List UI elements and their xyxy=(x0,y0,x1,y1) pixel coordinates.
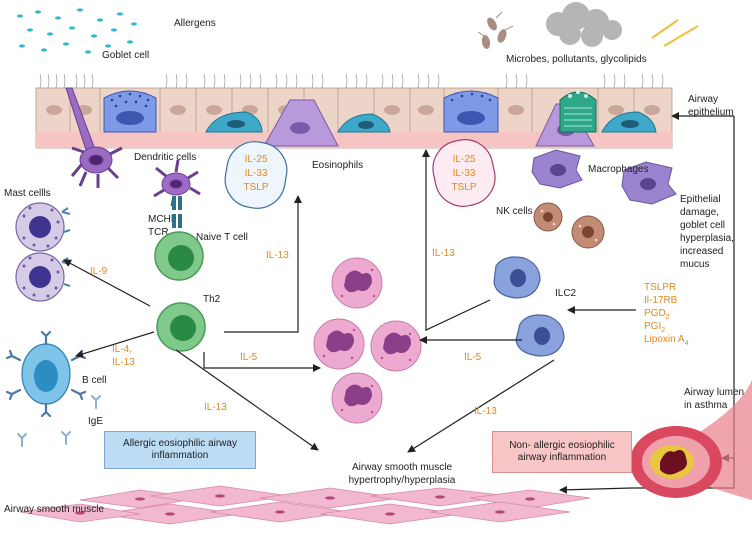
il13-bottom-left-label: IL-13 xyxy=(204,402,227,413)
ige-antibody-icon xyxy=(17,395,101,447)
allergic-inflammation-box: Allergic eosiophilic airway inflammation xyxy=(104,431,256,469)
allergens-label: Allergens xyxy=(174,18,216,29)
airway-epithelium-label-line2: epithelium xyxy=(688,107,734,118)
smooth-muscle-hypertrophy-line2: hypertrophy/hyperplasia xyxy=(349,475,456,486)
allergic-box-line1: Allergic eosiophilic airway xyxy=(123,438,237,449)
cytokine-tslp-left: TSLP xyxy=(243,182,268,193)
glycolipid-icon xyxy=(651,19,699,47)
microbes-label: Microbes, pollutants, glycolipids xyxy=(506,54,647,65)
mast-cells-label: Mast cellls xyxy=(4,188,51,199)
naive-t-cell-label: Naive T cell xyxy=(196,232,248,243)
damage-line-2: damage, xyxy=(680,207,719,218)
airway-lumen-label-line1: Airway lumen xyxy=(684,387,744,398)
ige-label: IgE xyxy=(88,416,103,427)
epithelial-damage-text: Epithelial damage, goblet cell hyperplas… xyxy=(680,194,734,270)
allergic-box-line2: inflammation xyxy=(151,450,209,461)
pollutant-cloud-icon xyxy=(546,2,622,47)
airway-lumen-label-line2: in asthma xyxy=(684,400,728,411)
tcr-label: TCR xyxy=(148,227,169,238)
non-allergic-box-line2: airway inflammation xyxy=(517,452,607,463)
il4-label-line2: IL-13 xyxy=(112,357,135,368)
naive-t-cell-icon xyxy=(154,214,204,281)
allergen-particles-icon xyxy=(17,8,137,54)
microbes-icon xyxy=(477,11,514,49)
il13-bottom-right-label: IL-13 xyxy=(474,406,497,417)
airway-epithelium xyxy=(35,73,673,149)
ilc2-cell-icon xyxy=(493,256,565,357)
goblet-cell-icon-2 xyxy=(443,90,499,133)
damage-line-1: Epithelial xyxy=(680,194,721,205)
goblet-cell-icon xyxy=(103,90,157,133)
factor-pgd2: PGD2 xyxy=(644,308,670,321)
th2-cell-icon xyxy=(156,302,206,352)
cytokine-il25-left: IL-25 xyxy=(245,154,268,165)
mchii-label: MCHII xyxy=(148,214,176,225)
cytokine-tslp-right: TSLP xyxy=(451,182,476,193)
ilc2-label: ILC2 xyxy=(555,288,577,299)
cytokine-il33-right: IL-33 xyxy=(453,168,476,179)
dendritic-cell-icon xyxy=(153,159,201,210)
damage-line-4: hyperplasia, xyxy=(680,233,734,244)
factor-lipoxin-a4: Lipoxin A4 xyxy=(644,334,689,347)
airway-epithelium-label-line1: Airway xyxy=(688,94,718,105)
cytokine-il33-left: IL-33 xyxy=(245,168,268,179)
factor-il17rb: Il-17RB xyxy=(644,295,678,306)
damage-line-6: mucus xyxy=(680,259,709,270)
macrophages-label: Macrophages xyxy=(588,164,649,175)
factor-pgi2: PGI2 xyxy=(644,321,665,334)
airway-smooth-muscle-label: Airway smooth muscle xyxy=(4,504,104,515)
th2-label: Th2 xyxy=(203,294,221,305)
non-allergic-box-line1: Non- allergic eosiophilic xyxy=(509,440,615,451)
eosinophils-label: Eosinophils xyxy=(312,160,363,171)
cytokine-il25-right: IL-25 xyxy=(453,154,476,165)
damage-line-3: goblet cell xyxy=(680,220,725,231)
non-allergic-inflammation-box: Non- allergic eosiophilic airway inflamm… xyxy=(492,431,632,473)
dendritic-cell-epithelium-icon xyxy=(65,87,123,188)
macrophage-icon xyxy=(531,149,677,205)
il13-top-label: IL-13 xyxy=(266,250,289,261)
mast-cell-icon xyxy=(15,202,71,302)
il5-left-label: IL-5 xyxy=(240,352,258,363)
factor-tslpr: TSLPR xyxy=(644,282,676,293)
il13-right-label: IL-13 xyxy=(432,248,455,259)
nk-cell-icon xyxy=(533,202,605,249)
dendritic-cells-label: Dendritic cells xyxy=(134,152,196,163)
airway-lumen-icon xyxy=(630,380,752,500)
b-cell-label: B cell xyxy=(82,375,106,386)
cytokine-capsule-right: IL-25 IL-33 TSLP xyxy=(432,139,496,207)
il4-label-line1: IL-4, xyxy=(112,344,132,355)
b-cell-icon xyxy=(5,330,87,418)
goblet-cell-label: Goblet cell xyxy=(102,50,149,61)
eosinophil-cluster-icon xyxy=(313,257,422,424)
il9-label: IL-9 xyxy=(90,266,108,277)
airway-smooth-muscle-layer xyxy=(19,485,591,525)
smooth-muscle-hypertrophy-line1: Airway smooth muscle xyxy=(352,462,452,473)
ilc2-factor-list: TSLPR Il-17RB PGD2 PGI2 Lipoxin A4 xyxy=(644,282,689,347)
nk-cells-label: NK cells xyxy=(496,206,533,217)
mucus-cell-icon xyxy=(559,90,597,133)
il5-right-label: IL-5 xyxy=(464,352,482,363)
damage-line-5: increased xyxy=(680,246,723,257)
cytokine-capsule-left: IL-25 IL-33 TSLP xyxy=(224,141,288,209)
